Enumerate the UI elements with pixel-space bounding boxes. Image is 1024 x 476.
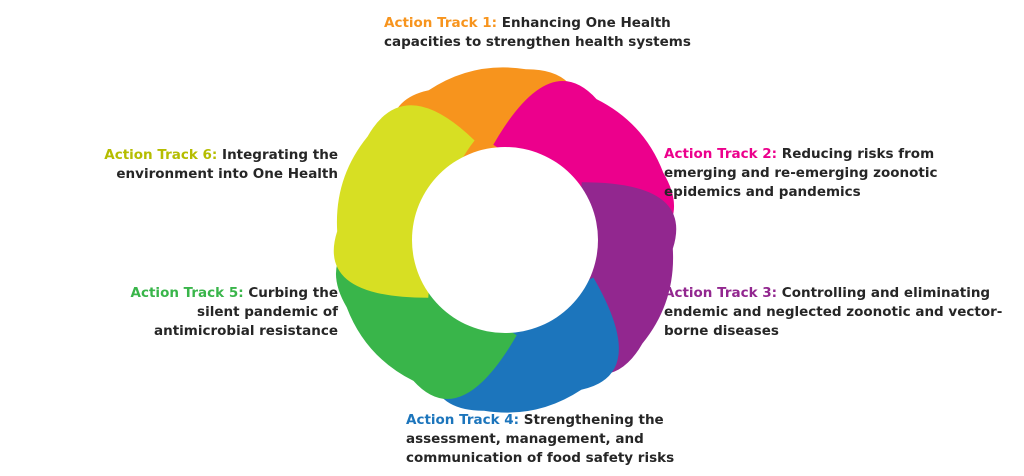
action-track-2-line-1: Reducing risks from <box>781 146 935 162</box>
action-track-5-line-2: silent pandemic of <box>197 304 338 320</box>
action-track-1-line-2: capacities to strengthen health systems <box>384 34 691 50</box>
action-track-1-label: Action Track 1: Enhancing One Health cap… <box>384 14 714 52</box>
action-track-6-label: Action Track 6: Integrating the environm… <box>60 146 338 184</box>
action-track-4-line-3: communication of food safety risks <box>406 450 675 466</box>
action-track-4-label: Action Track 4: Strengthening the assess… <box>406 411 706 468</box>
petal-yellow <box>333 105 475 298</box>
action-track-3-line-2: endemic and neglected zoonotic and vecto… <box>664 304 1003 320</box>
action-track-4-prefix: Action Track 4: <box>406 412 520 428</box>
action-track-3-line-3: borne diseases <box>664 323 779 339</box>
action-track-3-line-1: Controlling and eliminating <box>781 285 991 301</box>
action-track-2-line-2: emerging and re-emerging zoonotic <box>664 165 938 181</box>
action-track-4-line-1: Strengthening the <box>523 412 664 428</box>
action-track-5-prefix: Action Track 5: <box>130 285 244 301</box>
action-track-5-line-3: antimicrobial resistance <box>153 323 338 339</box>
center-hole <box>412 147 598 333</box>
action-track-3-prefix: Action Track 3: <box>664 285 778 301</box>
action-track-2-prefix: Action Track 2: <box>664 146 778 162</box>
petal-ring <box>333 67 677 413</box>
action-track-6-line-2: environment into One Health <box>116 166 338 182</box>
action-track-4-line-2: assessment, management, and <box>406 431 644 447</box>
action-track-6-prefix: Action Track 6: <box>104 147 218 163</box>
action-track-5-line-1: Curbing the <box>248 285 338 301</box>
action-track-3-label: Action Track 3: Controlling and eliminat… <box>664 284 1009 341</box>
action-track-1-prefix: Action Track 1: <box>384 15 498 31</box>
action-track-2-line-3: epidemics and pandemics <box>664 184 861 200</box>
action-track-2-label: Action Track 2: Reducing risks from emer… <box>664 145 964 202</box>
action-track-1-line-1: Enhancing One Health <box>501 15 671 31</box>
action-track-6-line-1: Integrating the <box>222 147 338 163</box>
action-track-5-label: Action Track 5: Curbing the silent pande… <box>60 284 338 341</box>
